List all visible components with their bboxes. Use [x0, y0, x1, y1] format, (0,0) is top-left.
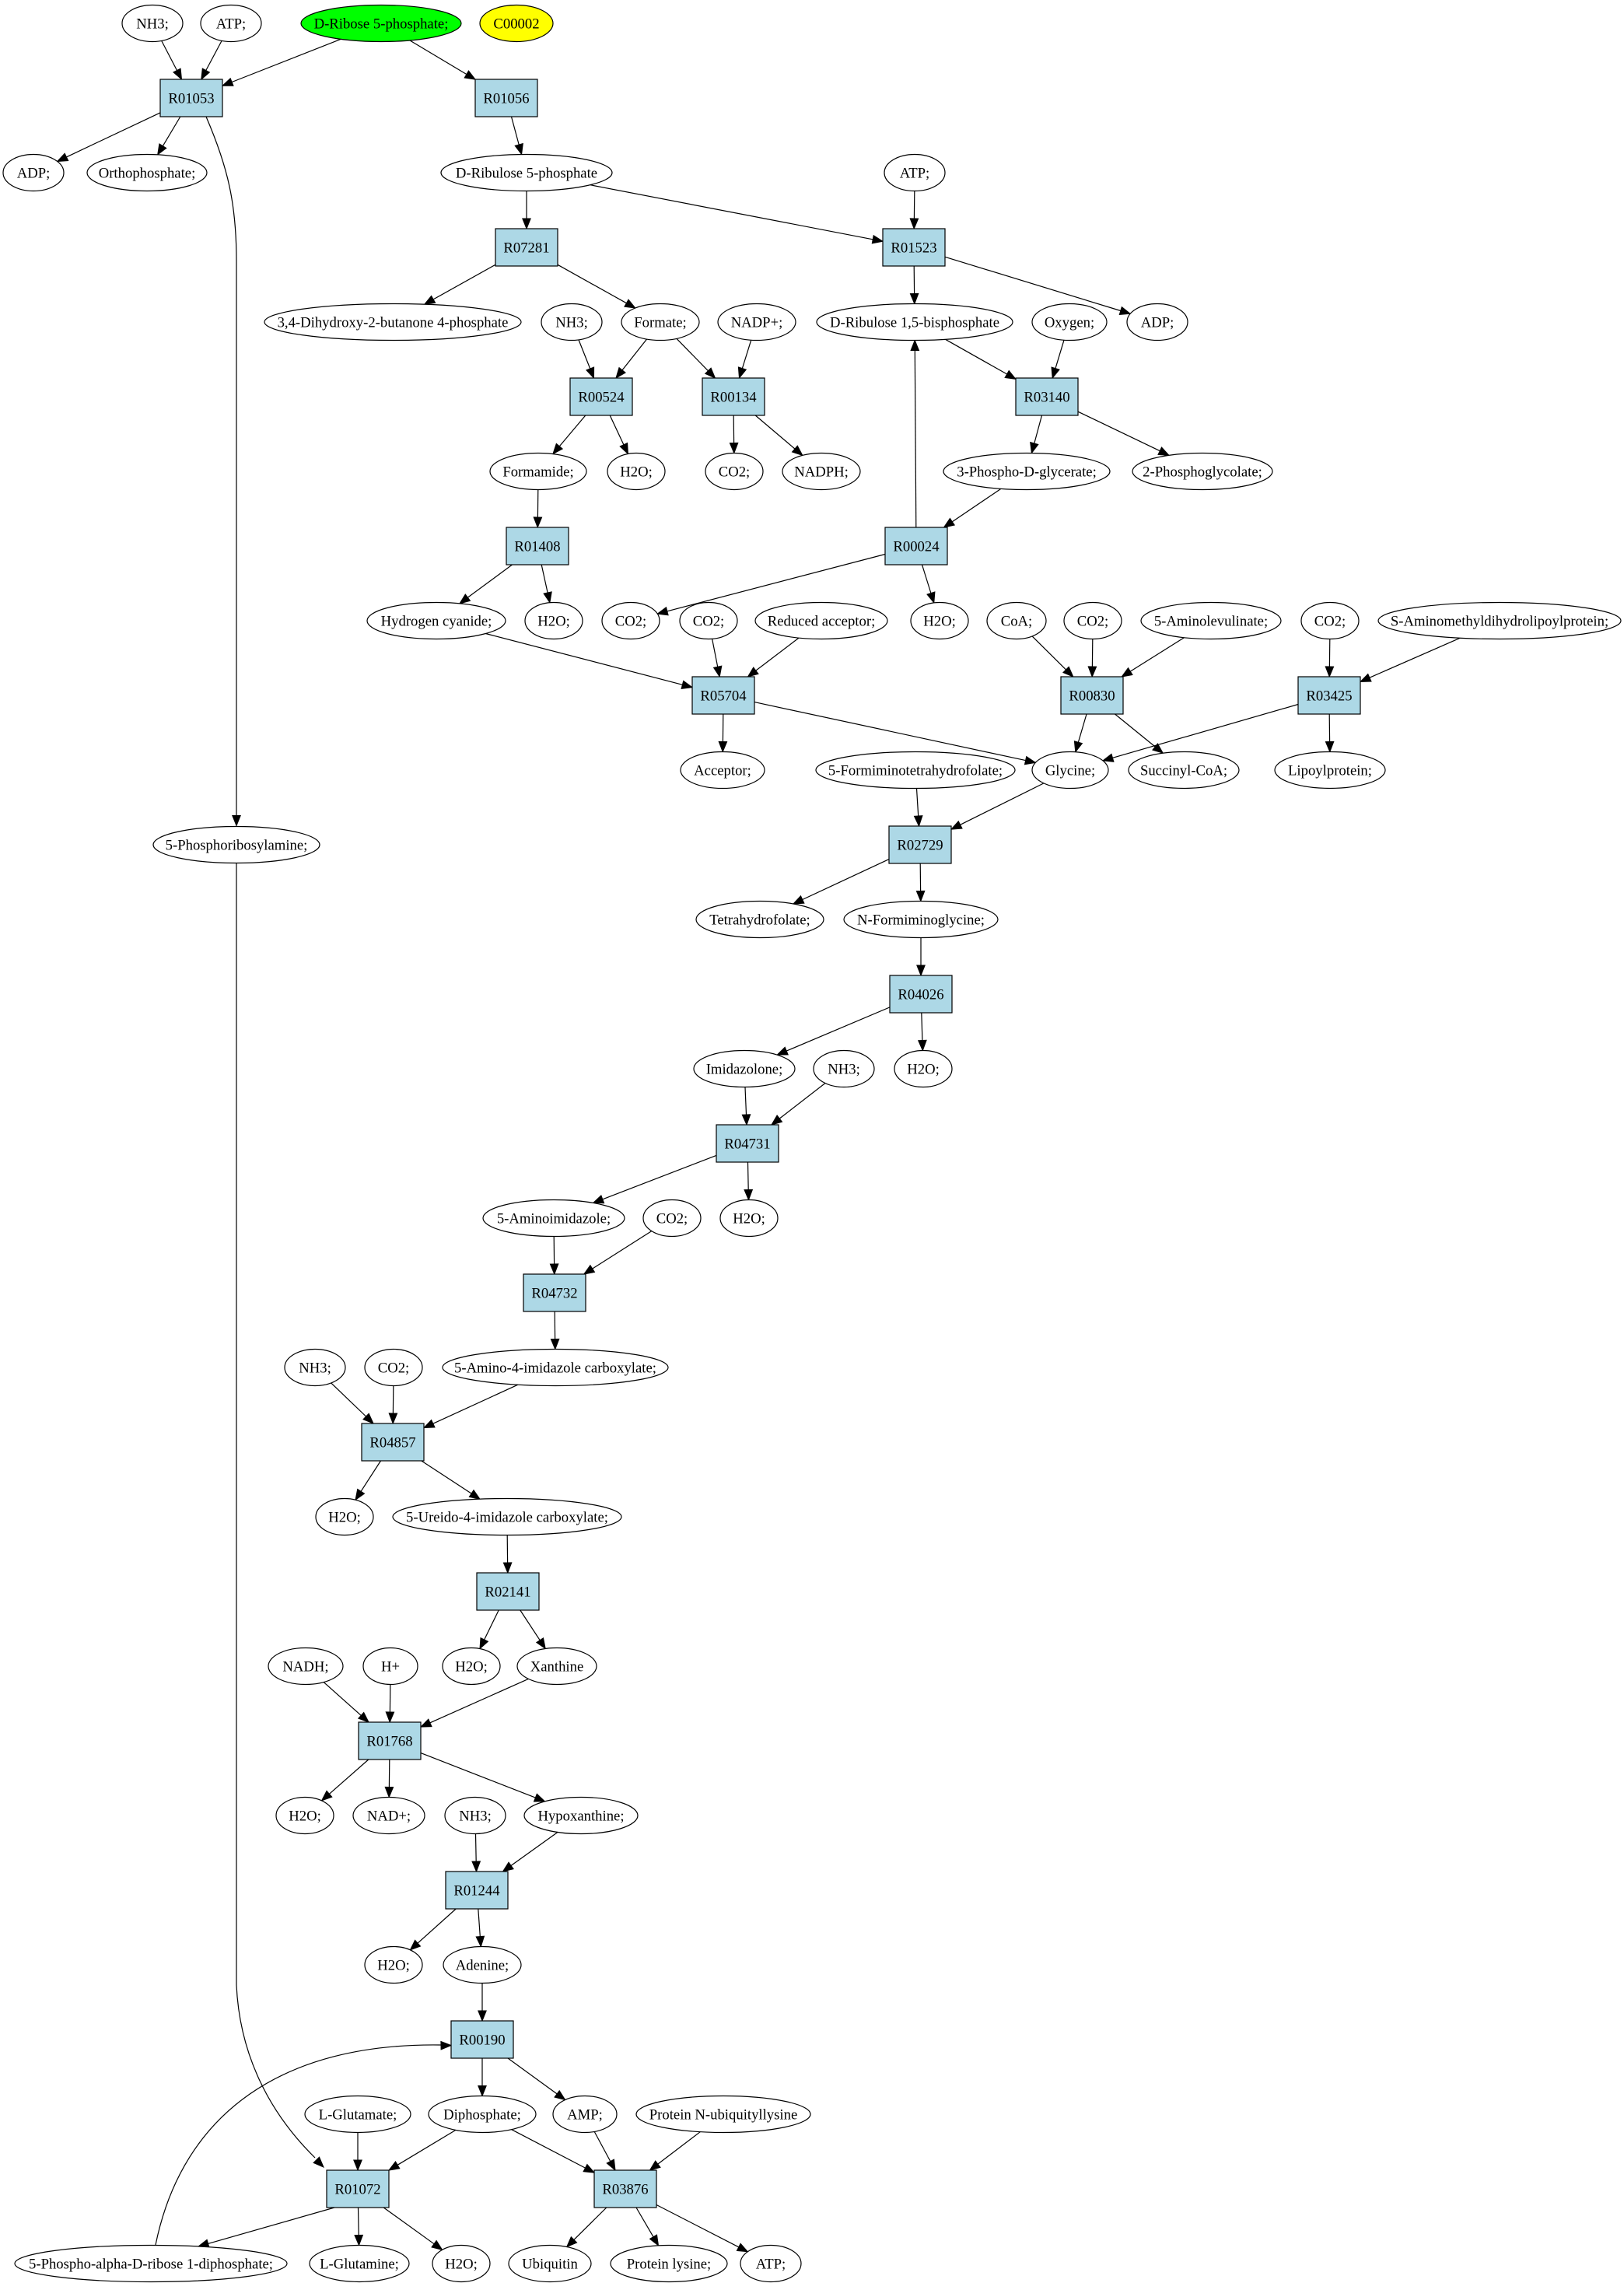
svg-text:Protein N-ubiquityllysine: Protein N-ubiquityllysine [649, 2107, 798, 2124]
svg-text:H2O;: H2O; [620, 464, 653, 481]
svg-text:NH3;: NH3; [136, 16, 169, 33]
svg-text:H2O;: H2O; [377, 1958, 410, 1974]
svg-text:D-Ribulose 1,5-bisphosphate: D-Ribulose 1,5-bisphosphate [830, 315, 999, 331]
svg-text:Glycine;: Glycine; [1045, 763, 1095, 779]
svg-text:ATP;: ATP; [756, 2257, 786, 2273]
svg-text:R03140: R03140 [1024, 390, 1069, 406]
svg-text:Adenine;: Adenine; [456, 1958, 509, 1974]
svg-text:L-Glutamate;: L-Glutamate; [319, 2107, 397, 2124]
svg-text:H2O;: H2O; [923, 614, 956, 630]
svg-text:5-Formiminotetrahydrofolate;: 5-Formiminotetrahydrofolate; [828, 763, 1003, 779]
svg-text:R01056: R01056 [483, 91, 529, 107]
svg-text:H+: H+ [381, 1659, 400, 1675]
svg-text:D-Ribose 5-phosphate;: D-Ribose 5-phosphate; [314, 16, 449, 33]
svg-text:NAD+;: NAD+; [367, 1809, 411, 1825]
svg-text:NADP+;: NADP+; [731, 315, 783, 331]
svg-text:5-Amino-4-imidazole carboxylat: 5-Amino-4-imidazole carboxylate; [454, 1360, 656, 1377]
svg-text:Lipoylprotein;: Lipoylprotein; [1288, 763, 1372, 779]
svg-text:R03876: R03876 [602, 2182, 648, 2198]
svg-text:R00830: R00830 [1069, 688, 1115, 705]
svg-text:AMP;: AMP; [567, 2107, 603, 2124]
svg-text:Imidazolone;: Imidazolone; [706, 1062, 783, 1078]
svg-text:CO2;: CO2; [656, 1211, 688, 1227]
svg-text:ADP;: ADP; [1141, 315, 1174, 331]
svg-text:NH3;: NH3; [459, 1809, 492, 1825]
svg-text:R00524: R00524 [578, 390, 625, 406]
svg-text:R04026: R04026 [898, 987, 943, 1003]
svg-text:NH3;: NH3; [299, 1360, 331, 1377]
svg-text:ADP;: ADP; [17, 166, 51, 182]
svg-text:Diphosphate;: Diphosphate; [443, 2107, 521, 2124]
svg-text:Oxygen;: Oxygen; [1045, 315, 1094, 331]
svg-text:R00190: R00190 [459, 2033, 505, 2049]
svg-text:R01768: R01768 [366, 1734, 412, 1750]
svg-text:H2O;: H2O; [445, 2257, 478, 2273]
svg-text:CO2;: CO2; [1314, 614, 1346, 630]
svg-text:5-Aminoimidazole;: 5-Aminoimidazole; [497, 1211, 611, 1227]
svg-text:3-Phospho-D-glycerate;: 3-Phospho-D-glycerate; [957, 464, 1097, 481]
svg-text:C00002: C00002 [493, 16, 539, 33]
svg-text:S-Aminomethyldihydrolipoylprot: S-Aminomethyldihydrolipoylprotein; [1391, 614, 1608, 630]
svg-text:5-Phospho-alpha-D-ribose 1-dip: 5-Phospho-alpha-D-ribose 1-diphosphate; [29, 2257, 273, 2273]
svg-text:R01072: R01072 [334, 2182, 380, 2198]
svg-text:H2O;: H2O; [328, 1510, 361, 1526]
svg-text:H2O;: H2O; [289, 1809, 321, 1825]
svg-text:R04857: R04857 [369, 1435, 415, 1451]
svg-text:R05704: R05704 [700, 688, 747, 705]
svg-text:L-Glutamine;: L-Glutamine; [320, 2257, 399, 2273]
svg-text:H2O;: H2O; [907, 1062, 940, 1078]
svg-text:Reduced acceptor;: Reduced acceptor; [768, 614, 876, 630]
svg-text:CO2;: CO2; [378, 1360, 410, 1377]
svg-text:R02729: R02729 [897, 838, 943, 854]
svg-text:H2O;: H2O; [733, 1211, 765, 1227]
svg-text:Formate;: Formate; [634, 315, 686, 331]
svg-text:Orthophosphate;: Orthophosphate; [99, 166, 196, 182]
svg-text:N-Formiminoglycine;: N-Formiminoglycine; [857, 912, 985, 929]
svg-text:R01053: R01053 [168, 91, 214, 107]
svg-text:R04732: R04732 [531, 1286, 577, 1302]
svg-text:Hydrogen cyanide;: Hydrogen cyanide; [381, 614, 492, 630]
svg-text:NH3;: NH3; [555, 315, 588, 331]
svg-text:ATP;: ATP; [216, 16, 246, 33]
svg-text:NADPH;: NADPH; [794, 464, 849, 481]
svg-text:Acceptor;: Acceptor; [694, 763, 751, 779]
svg-text:R03425: R03425 [1306, 688, 1352, 705]
svg-text:D-Ribulose 5-phosphate: D-Ribulose 5-phosphate [456, 166, 597, 182]
svg-text:Hypoxanthine;: Hypoxanthine; [537, 1809, 624, 1825]
svg-text:H2O;: H2O; [455, 1659, 488, 1675]
svg-text:5-Ureido-4-imidazole carboxyla: 5-Ureido-4-imidazole carboxylate; [406, 1510, 608, 1526]
svg-text:Xanthine: Xanthine [530, 1659, 584, 1675]
svg-text:3,4-Dihydroxy-2-butanone 4-pho: 3,4-Dihydroxy-2-butanone 4-phosphate [278, 315, 509, 331]
svg-text:5-Aminolevulinate;: 5-Aminolevulinate; [1154, 614, 1268, 630]
svg-text:Ubiquitin: Ubiquitin [522, 2257, 578, 2273]
svg-text:2-Phosphoglycolate;: 2-Phosphoglycolate; [1143, 464, 1262, 481]
svg-text:CO2;: CO2; [719, 464, 751, 481]
svg-text:CoA;: CoA; [1001, 614, 1033, 630]
svg-text:CO2;: CO2; [1077, 614, 1109, 630]
svg-text:R01523: R01523 [891, 240, 936, 257]
svg-text:5-Phosphoribosylamine;: 5-Phosphoribosylamine; [166, 838, 308, 854]
svg-text:Tetrahydrofolate;: Tetrahydrofolate; [709, 912, 810, 929]
svg-text:Succinyl-CoA;: Succinyl-CoA; [1140, 763, 1227, 779]
svg-text:Protein lysine;: Protein lysine; [627, 2257, 711, 2273]
svg-text:NADH;: NADH; [282, 1659, 328, 1675]
svg-text:Formamide;: Formamide; [502, 464, 573, 481]
svg-text:R04731: R04731 [724, 1136, 770, 1153]
svg-text:CO2;: CO2; [693, 614, 725, 630]
svg-text:R00024: R00024 [893, 539, 940, 555]
svg-text:R01244: R01244 [453, 1883, 500, 1900]
svg-text:R01408: R01408 [514, 539, 560, 555]
svg-text:R00134: R00134 [710, 390, 757, 406]
svg-text:H2O;: H2O; [537, 614, 570, 630]
svg-text:R02141: R02141 [485, 1584, 530, 1601]
svg-text:NH3;: NH3; [828, 1062, 860, 1078]
svg-text:ATP;: ATP; [900, 166, 929, 182]
svg-text:R07281: R07281 [503, 240, 549, 257]
svg-text:CO2;: CO2; [615, 614, 647, 630]
